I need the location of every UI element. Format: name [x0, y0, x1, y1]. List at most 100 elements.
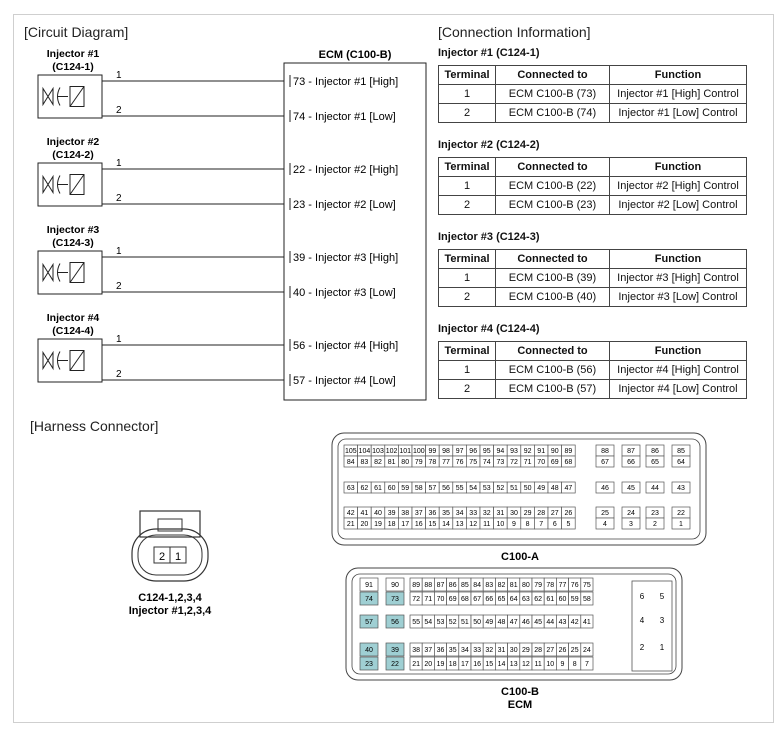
coil-diagonal: [69, 350, 85, 371]
pin-cell: [359, 642, 379, 657]
pin-number: 78: [546, 582, 554, 589]
pin-number: 25: [601, 510, 609, 517]
pin-number: 4: [640, 616, 645, 625]
pin-number: 56: [391, 619, 399, 626]
pin-number: 17: [401, 521, 409, 528]
pin-number: 53: [437, 619, 445, 626]
pin-cell: [561, 455, 576, 468]
table-cell: Injector #1 [High] Control: [609, 84, 747, 104]
table-cell: ECM C100-B (22): [495, 176, 610, 196]
table-header-cell: Function: [609, 65, 747, 85]
pin-number: 63: [522, 596, 530, 603]
pin-number: 13: [510, 661, 518, 668]
c100b-sublabel: ECM: [508, 699, 532, 711]
pin-number: 55: [412, 619, 420, 626]
pin-number: 84: [473, 582, 481, 589]
injector-box: [37, 74, 103, 119]
c100a-label: C100-A: [501, 551, 539, 563]
arrow-arc: [57, 87, 61, 106]
pin-cell: [385, 614, 405, 629]
pin-cell: [359, 591, 379, 606]
pin-number: 3: [660, 616, 665, 625]
connection-table-title: Injector #4 (C124-4): [438, 323, 540, 335]
table-header-cell: Connected to: [495, 65, 610, 85]
pin-number: 16: [415, 521, 423, 528]
pin-number: 83: [361, 459, 369, 466]
pin-number: 27: [551, 510, 559, 517]
pin-number: 87: [627, 448, 635, 455]
pin-cell: [595, 455, 615, 468]
pin-number: 28: [537, 510, 545, 517]
table-cell: ECM C100-B (73): [495, 84, 610, 104]
pin-number: 47: [565, 485, 573, 492]
ecm-pin-high-label: 56 - Injector #4 [High]: [293, 340, 398, 352]
pin-number: 35: [442, 510, 450, 517]
pin-number: 50: [524, 485, 532, 492]
injector-code: (C124-3): [52, 237, 93, 249]
pin-cell: [645, 455, 665, 468]
pin-number: 34: [456, 510, 464, 517]
pin-number: 60: [388, 485, 396, 492]
pin-2-label: 2: [116, 369, 122, 380]
pin-cell: [385, 656, 405, 671]
pin-number: 84: [347, 459, 355, 466]
table-cell: 2: [438, 195, 496, 215]
pin-number: 53: [483, 485, 491, 492]
table-header-cell: Function: [609, 249, 747, 269]
pin-number: 30: [510, 510, 518, 517]
pin-number: 47: [510, 619, 518, 626]
pin-number: 89: [412, 582, 420, 589]
pin-number: 44: [546, 619, 554, 626]
pin-number: 95: [483, 448, 491, 455]
pin-number: 75: [583, 582, 591, 589]
pin-number: 38: [412, 647, 420, 654]
pin-number: 54: [469, 485, 477, 492]
pin-number: 79: [415, 459, 423, 466]
pin-label: 1: [175, 551, 181, 563]
pin-number: 2: [640, 643, 645, 652]
c100b-inner: [351, 573, 677, 675]
pin-number: 23: [365, 661, 373, 668]
pin-number: 74: [365, 596, 373, 603]
pin-number: 25: [571, 647, 579, 654]
connector-inner-shell: [137, 534, 203, 576]
pin-number: 100: [413, 448, 425, 455]
pin-cell: [595, 517, 615, 530]
ecm-pin-low-label: 74 - Injector #1 [Low]: [293, 111, 396, 123]
table-header-cell: Terminal: [438, 157, 496, 177]
pin-number: 11: [534, 661, 541, 668]
ecm-pin-low-label: 23 - Injector #2 [Low]: [293, 199, 396, 211]
ecm-pin-low-label: 57 - Injector #4 [Low]: [293, 375, 396, 387]
pin-number: 43: [559, 619, 567, 626]
pin-number: 73: [497, 459, 505, 466]
pin-number: 61: [374, 485, 382, 492]
pin-number: 73: [391, 596, 399, 603]
injector-box: [37, 162, 103, 207]
pin-number: 24: [627, 510, 635, 517]
pin-number: 97: [456, 448, 464, 455]
pin-number: 88: [601, 448, 609, 455]
arrow-arc: [57, 175, 61, 194]
pin-number: 68: [461, 596, 469, 603]
pin-label: 2: [159, 551, 165, 563]
pin-number: 39: [391, 647, 399, 654]
pin-number: 32: [483, 510, 491, 517]
pin-number: 36: [437, 647, 445, 654]
pin-number: 70: [537, 459, 545, 466]
pin-number: 23: [651, 510, 659, 517]
pin-number: 31: [497, 510, 505, 517]
pin-number: 79: [534, 582, 542, 589]
pin-number: 86: [651, 448, 659, 455]
injector-code: (C124-2): [52, 149, 93, 161]
pin-number: 44: [651, 485, 659, 492]
